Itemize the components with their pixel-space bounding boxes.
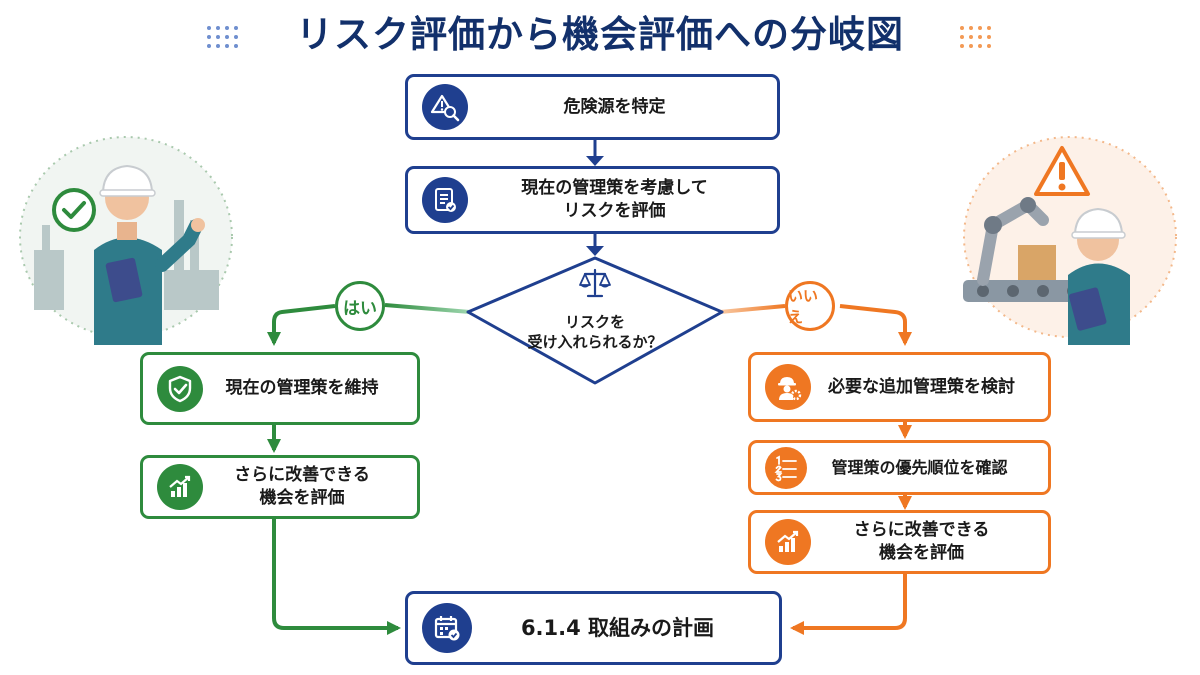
yes-badge: はい — [335, 281, 385, 331]
additional-label: 必要な追加管理策を検討 — [828, 376, 1015, 397]
shield-check-icon — [157, 365, 203, 412]
step-consider-additional-controls: 必要な追加管理策を検討 — [748, 352, 1051, 422]
decision-line1: リスクを — [564, 313, 625, 331]
step-maintain-controls: 現在の管理策を維持 — [140, 352, 420, 425]
yes-improve-label: さらに改善できる 機会を評価 — [203, 464, 417, 510]
no-improve-line2: 機会を評価 — [879, 543, 964, 563]
growth-chart-icon — [157, 464, 203, 510]
step-assess-line1: 現在の管理策を考慮して — [521, 178, 708, 198]
worker-gear-icon — [765, 364, 811, 410]
decision-line2: 受け入れられるか？ — [527, 333, 663, 351]
decision-text: リスクを 受け入れられるか？ — [470, 312, 720, 352]
yes-improve-line1: さらに改善できる — [234, 465, 370, 485]
step-action-planning: 6.1.4 取組みの計画 — [405, 591, 782, 665]
step-identify-hazards: 危険源を特定 — [405, 74, 780, 140]
step-no-evaluate-opportunity: さらに改善できる 機会を評価 — [748, 510, 1051, 574]
step-identify-label: 危険源を特定 — [563, 96, 666, 117]
final-label: 6.1.4 取組みの計画 — [520, 615, 715, 640]
no-badge: いいえ — [785, 281, 835, 331]
no-improve-label: さらに改善できる 機会を評価 — [811, 519, 1048, 565]
step-confirm-priority: 管理策の優先順位を確認 — [748, 440, 1051, 495]
maintain-label: 現在の管理策を維持 — [225, 378, 379, 398]
title-dots-right — [960, 26, 991, 48]
step-yes-evaluate-opportunity: さらに改善できる 機会を評価 — [140, 455, 420, 519]
no-improve-line1: さらに改善できる — [853, 520, 990, 540]
calendar-check-icon — [422, 603, 472, 653]
worker-approve-illustration — [19, 136, 233, 345]
decision-diamond — [466, 256, 724, 385]
title-dots-left — [207, 26, 238, 48]
scale-icon — [579, 268, 611, 298]
step-assess-line2: リスクを評価 — [563, 201, 666, 221]
checklist-icon — [422, 177, 468, 223]
diagram-title: リスク評価から機会評価への分岐図 — [296, 13, 904, 56]
worker-concern-illustration — [963, 136, 1177, 345]
hazard-search-icon — [422, 84, 468, 130]
yes-improve-line2: 機会を評価 — [259, 488, 345, 508]
numbered-list-icon — [765, 446, 807, 489]
step-assess-risk: 現在の管理策を考慮して リスクを評価 — [405, 166, 780, 234]
priority-label: 管理策の優先順位を確認 — [831, 458, 1008, 477]
growth-chart-icon — [765, 519, 811, 565]
step-assess-label: 現在の管理策を考慮して リスクを評価 — [468, 177, 777, 223]
